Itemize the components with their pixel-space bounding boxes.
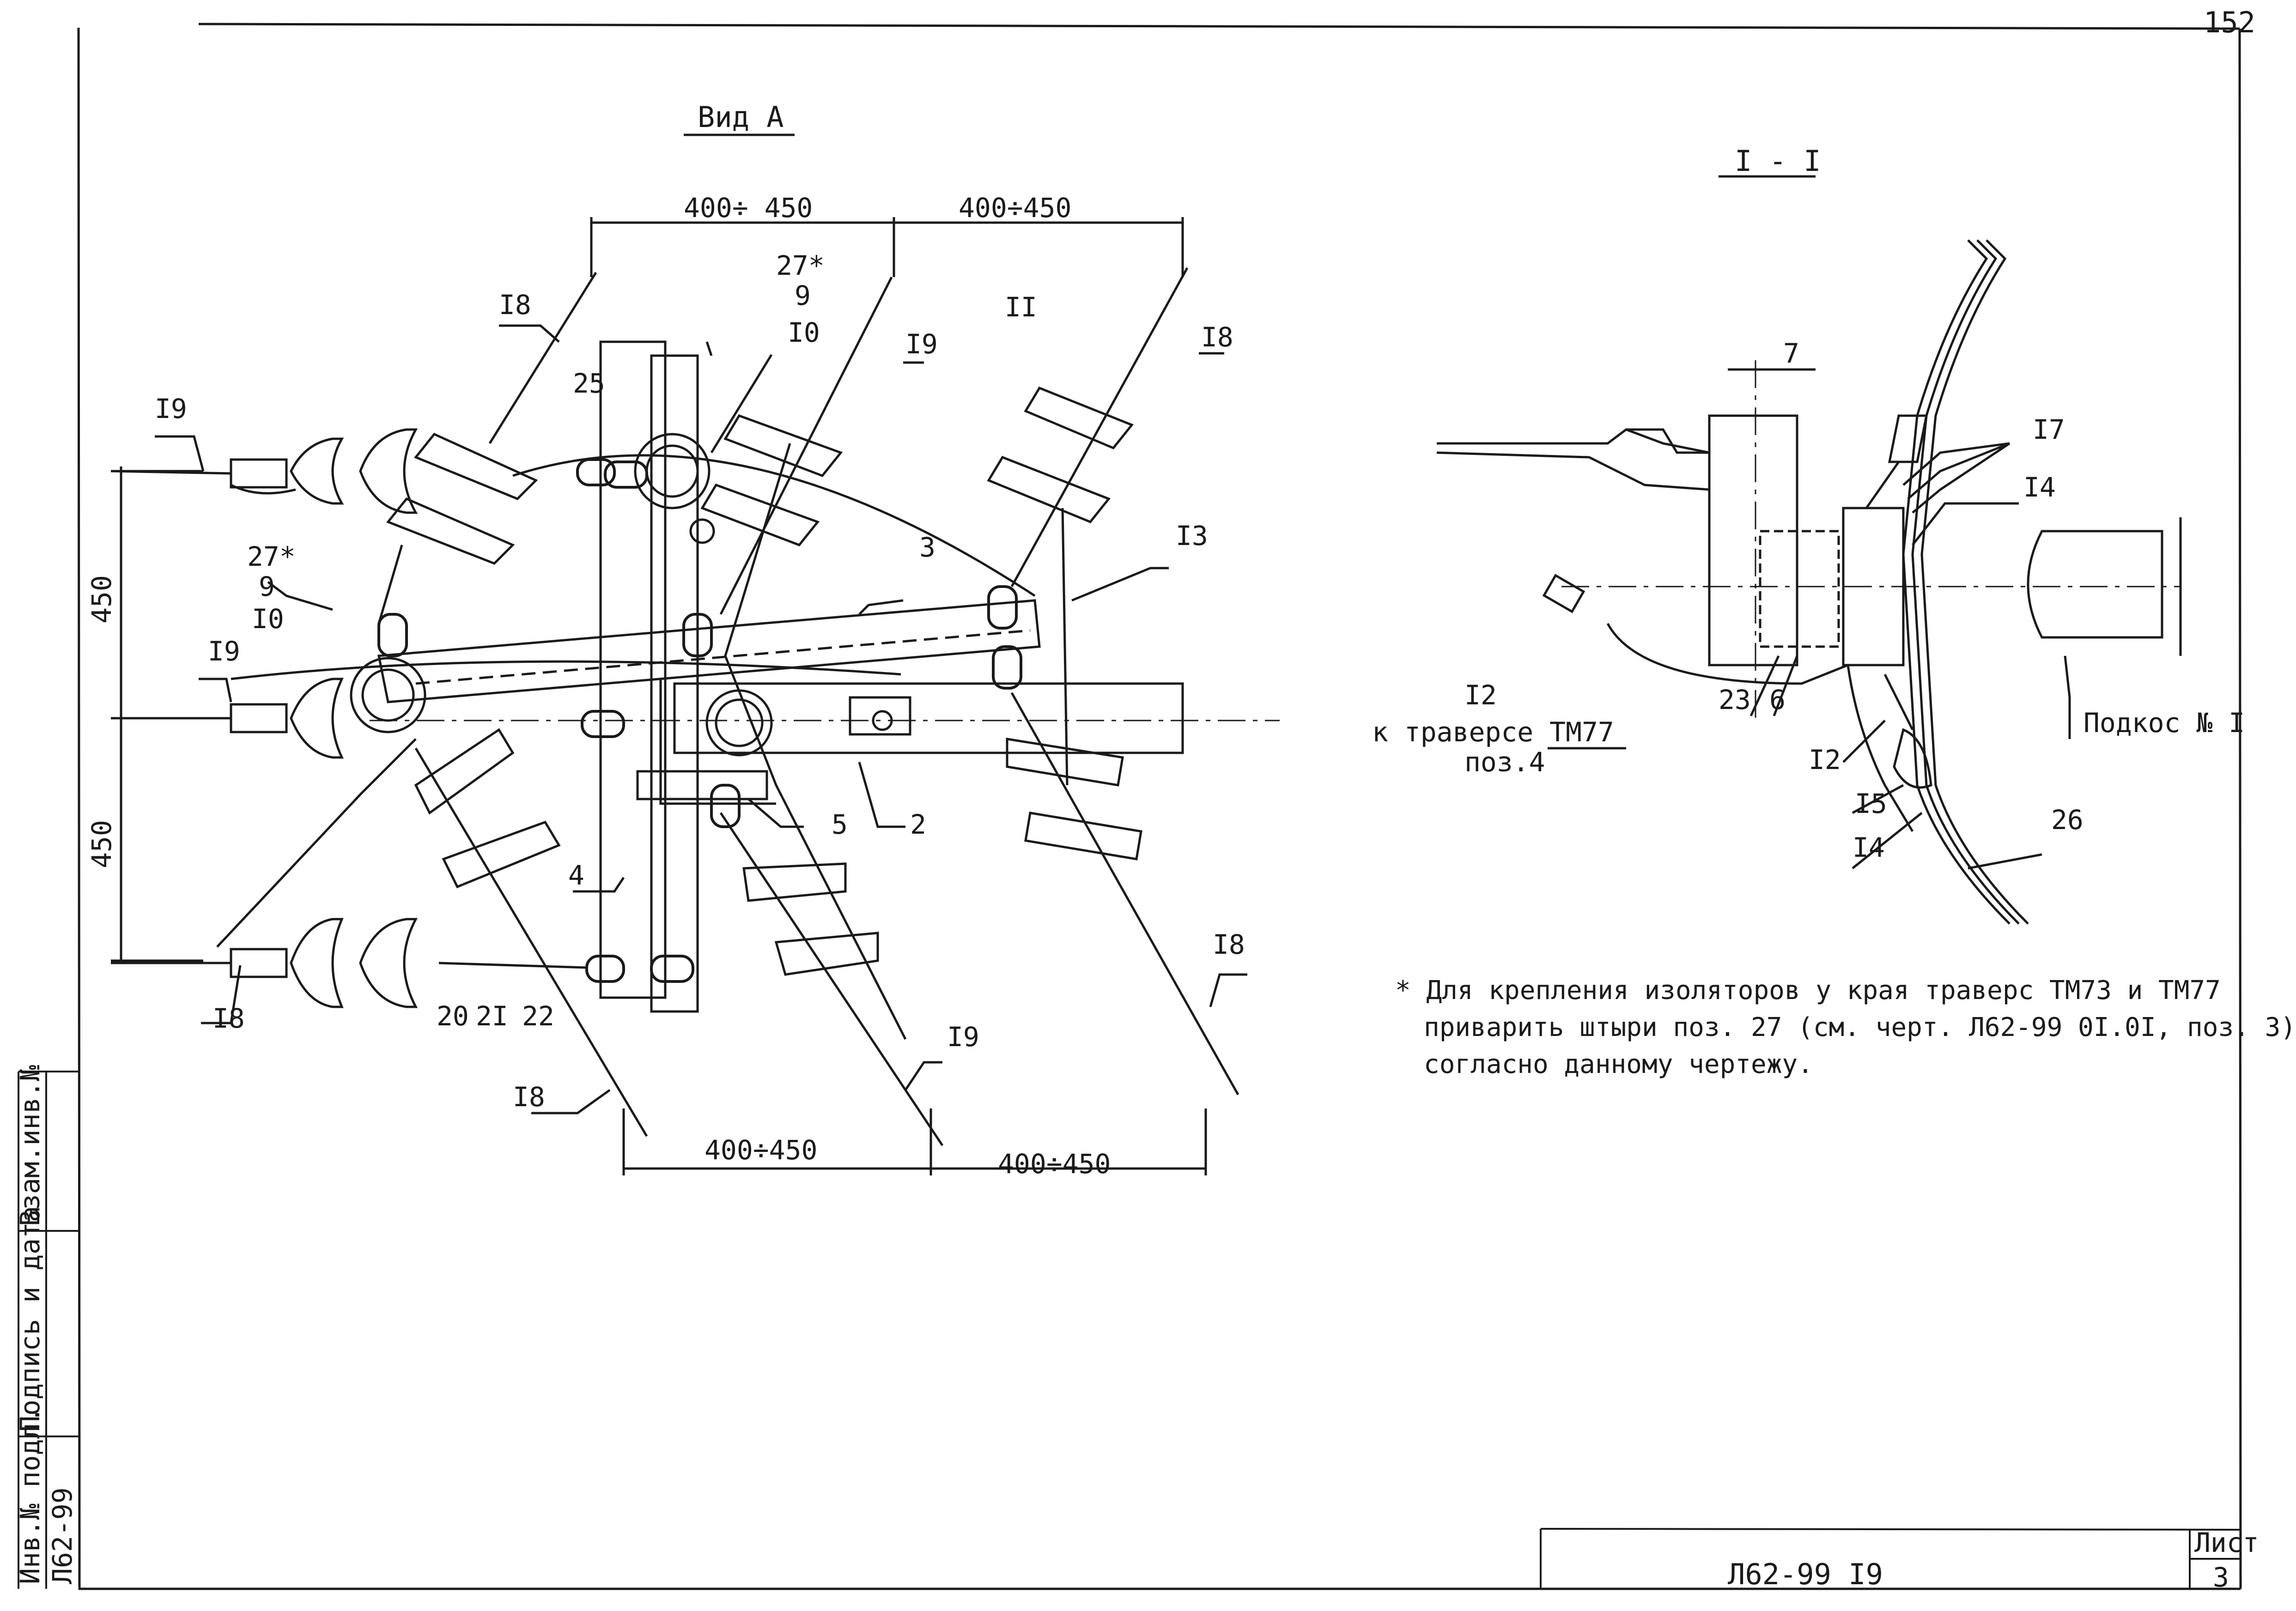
label-7: 7 xyxy=(1783,338,1799,369)
side-stamp-labels: Инв.№ подл. Л62-99 Подпись и дата Взам.и… xyxy=(14,1065,78,1584)
label-5: 5 xyxy=(832,809,848,840)
label-19-left: I9 xyxy=(155,393,187,424)
sheet-label: Лист xyxy=(2194,1527,2259,1558)
footnote: * Для крепления изоляторов у края травер… xyxy=(1395,972,2296,1083)
dim-left-upper: 450 xyxy=(86,575,117,624)
label-18-top: I8 xyxy=(499,289,531,321)
label-14-top: I4 xyxy=(2023,472,2056,503)
insulator-string-upper-middle xyxy=(700,276,893,615)
label-10-mid: I0 xyxy=(252,603,284,635)
label-19-bottom: I9 xyxy=(947,1021,979,1053)
sheet-labels: 152 Л62-99 I9 Лист 3 xyxy=(1728,6,2259,1593)
insulator-string-upper-right xyxy=(987,267,1189,587)
label-10-top: I0 xyxy=(788,317,820,348)
label-brace: Подкос № I xyxy=(2083,707,2245,739)
insulator-string-lower-right xyxy=(1006,692,1239,1096)
section-1-1-drawing xyxy=(1436,175,2182,925)
label-23: 23 xyxy=(1719,684,1751,715)
label-26: 26 xyxy=(2051,804,2083,836)
label-4: 4 xyxy=(568,860,584,891)
label-21: 2I xyxy=(476,1000,508,1032)
label-18-top-right: I8 xyxy=(1201,321,1233,353)
view-a-labels: Вид А 400÷ 450 400÷450 400÷450 400÷450 4… xyxy=(86,100,1245,1180)
label-9-mid: 9 xyxy=(259,571,275,602)
stamp-replace-inv: Взам.инв.№ xyxy=(14,1065,46,1226)
page-number-top: 152 xyxy=(2204,6,2255,39)
stamp-inv-no: Инв.№ подл. xyxy=(14,1407,46,1584)
label-3: 3 xyxy=(919,532,935,563)
title-block xyxy=(1540,1528,2240,1589)
label-14-bottom: I4 xyxy=(1853,832,1885,863)
section-1-1-title: I - I xyxy=(1735,144,1821,178)
label-25: 25 xyxy=(573,368,605,399)
label-20: 20 xyxy=(437,1000,469,1032)
insulator-string-left-bottom xyxy=(111,918,587,1008)
footnote-line-1: * Для крепления изоляторов у края травер… xyxy=(1395,975,2221,1005)
label-17: I7 xyxy=(2033,414,2065,445)
insulator-string-upper-left xyxy=(377,272,597,624)
insulator-string-lower-middle xyxy=(719,812,944,1146)
dim-top-right: 400÷450 xyxy=(959,192,1071,224)
section-1-1-labels: I - I 7 I7 I4 I2 к траверсе ТМ77 поз.4 2… xyxy=(1372,144,2245,863)
label-pos4: поз.4 xyxy=(1464,746,1545,778)
label-2: 2 xyxy=(910,809,926,840)
label-9-top: 9 xyxy=(795,280,811,311)
label-18-bottom: I8 xyxy=(513,1081,545,1113)
label-6: 6 xyxy=(1769,684,1786,715)
label-19-top: I9 xyxy=(905,328,938,360)
dim-bottom-right: 400÷450 xyxy=(998,1148,1111,1180)
dim-left-lower: 450 xyxy=(86,820,117,868)
label-12-left: I2 xyxy=(1464,679,1497,711)
insulator-string-left-mid xyxy=(111,678,344,759)
footnote-line-3: согласно данному чертежу. xyxy=(1424,1049,1813,1079)
label-to-traverse: к траверсе ТМ77 xyxy=(1372,716,1614,748)
side-stamp-box xyxy=(18,1071,79,1589)
label-18-bottom-right: I8 xyxy=(1213,929,1245,960)
label-27-top: 27* xyxy=(776,250,825,281)
label-27-mid: 27* xyxy=(247,541,296,572)
dim-top-left: 400÷ 450 xyxy=(684,192,813,224)
label-12-bottom: I2 xyxy=(1809,744,1841,775)
label-19-mid: I9 xyxy=(208,636,240,667)
label-18-bottom-left: I8 xyxy=(213,1003,245,1034)
view-a-drawing xyxy=(110,133,1280,1175)
label-15: I5 xyxy=(1855,788,1887,819)
insulator-string-lower-left xyxy=(414,728,648,1137)
stamp-signature-date: Подпись и дата xyxy=(14,1206,46,1432)
label-11: II xyxy=(1005,291,1037,323)
label-13: I3 xyxy=(1176,520,1208,551)
sheet-frame xyxy=(77,23,2242,1590)
stamp-code: Л62-99 xyxy=(47,1487,78,1584)
view-a-title: Вид А xyxy=(698,100,784,134)
insulator-string-left-top xyxy=(110,428,418,514)
footnote-line-2: приварить штыри поз. 27 (см. черт. Л62-9… xyxy=(1424,1012,2296,1042)
sheet-number: 3 xyxy=(2213,1562,2229,1593)
doc-code: Л62-99 I9 xyxy=(1728,1557,1883,1591)
dim-bottom-left: 400÷450 xyxy=(705,1134,817,1166)
label-22: 22 xyxy=(522,1000,554,1032)
